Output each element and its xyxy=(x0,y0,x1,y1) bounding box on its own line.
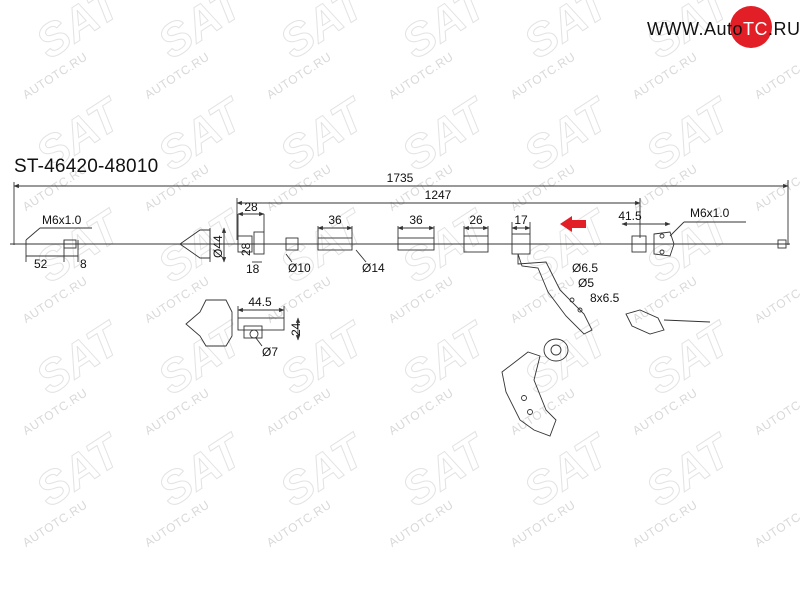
dim-dia5: Ø5 xyxy=(578,276,594,290)
dim-24: 24 xyxy=(289,322,303,336)
dim-dia44: Ø44 xyxy=(211,235,225,258)
dim-36-a: 36 xyxy=(328,213,342,227)
site-url-suffix: .RU xyxy=(768,19,800,39)
dim-dia14: Ø14 xyxy=(362,261,385,275)
mounting-bracket xyxy=(517,253,593,335)
dim-dia10: Ø10 xyxy=(288,261,311,275)
dim-8: 8 xyxy=(80,257,87,271)
dim-1735: 1735 xyxy=(387,171,414,185)
site-url-brand: TC xyxy=(743,19,769,39)
red-direction-arrow xyxy=(560,216,586,232)
dim-slot: 8x6.5 xyxy=(590,291,620,305)
dim-1247: 1247 xyxy=(425,188,452,202)
dim-28-top: 28 xyxy=(244,200,258,214)
end-clip-detail xyxy=(625,309,665,335)
dim-thread-right: M6x1.0 xyxy=(690,206,730,220)
bracket-perspective xyxy=(501,351,557,437)
logo-circle-icon xyxy=(730,6,772,48)
dim-52: 52 xyxy=(34,257,48,271)
dim-26: 26 xyxy=(469,213,483,227)
site-logo: WWW.AutoTC.RU xyxy=(647,6,800,48)
dim-28-vert: 28 xyxy=(239,242,253,256)
dim-36-b: 36 xyxy=(409,213,423,227)
dim-41-5: 41.5 xyxy=(618,209,642,223)
site-url-prefix: WWW.Auto xyxy=(647,19,744,39)
part-number: ST-46420-48010 xyxy=(14,156,159,177)
right-end-fitting xyxy=(653,231,675,257)
dim-dia7: Ø7 xyxy=(262,345,278,359)
site-url: WWW.AutoTC.RU xyxy=(647,19,800,40)
dim-dia6-5: Ø6.5 xyxy=(572,261,598,275)
detail-boot xyxy=(185,299,233,347)
dim-18: 18 xyxy=(246,262,260,276)
dim-17: 17 xyxy=(514,213,528,227)
dim-thread-left: M6x1.0 xyxy=(42,213,82,227)
dim-44-5: 44.5 xyxy=(248,295,272,309)
